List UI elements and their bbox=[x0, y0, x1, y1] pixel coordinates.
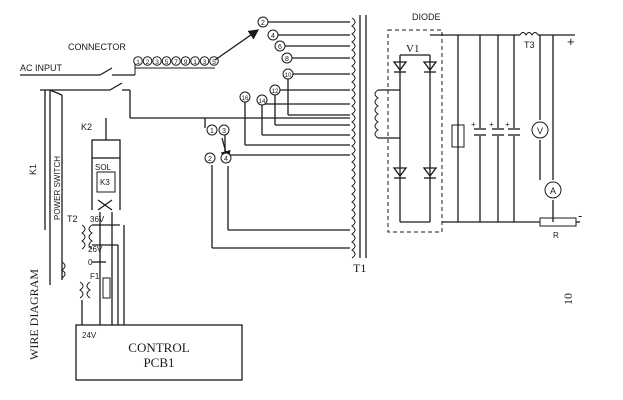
t2-label: T2 bbox=[67, 214, 78, 224]
control-label: CONTROL bbox=[128, 340, 189, 355]
tap-6: 6 bbox=[278, 44, 282, 51]
switch-tap-3: 3 bbox=[222, 128, 226, 135]
tap-16: 16 bbox=[242, 96, 249, 102]
v1-label: V1 bbox=[406, 43, 419, 55]
minus-terminal-label: - bbox=[578, 208, 582, 223]
switch-tap-1: 1 bbox=[210, 128, 214, 135]
power-switch bbox=[44, 89, 66, 285]
connector-pin bbox=[152, 56, 162, 66]
k2-relay bbox=[91, 118, 121, 325]
tap-12: 12 bbox=[272, 89, 279, 95]
output-stage: + + + bbox=[430, 32, 580, 227]
connector-pin bbox=[190, 56, 200, 66]
tap-8: 8 bbox=[285, 56, 289, 63]
connector-pin-number: 5 bbox=[165, 59, 169, 66]
connector-pin bbox=[180, 56, 191, 66]
tap-14: 14 bbox=[259, 99, 266, 105]
switch-tap-4: 4 bbox=[224, 156, 228, 163]
t2-transformer bbox=[79, 224, 125, 325]
connector-pin-number: 3 bbox=[155, 59, 159, 66]
f1-label: F1 bbox=[90, 272, 100, 281]
wire-diagram-label: WIRE DIAGRAM bbox=[27, 269, 41, 360]
connector-pin-number: 7 bbox=[174, 59, 178, 66]
t3-label: T3 bbox=[524, 40, 535, 50]
connector-pin bbox=[142, 56, 153, 66]
connector-pin bbox=[199, 56, 210, 66]
k3-label: K3 bbox=[100, 178, 110, 187]
connector-pin-number: 9 bbox=[184, 59, 188, 66]
connector-pin-number: 2 bbox=[146, 59, 150, 66]
capacitor: + bbox=[489, 120, 504, 136]
pcb1-label: PCB1 bbox=[143, 355, 174, 370]
connector-label: CONNECTOR bbox=[68, 42, 126, 52]
zero-label: 0 bbox=[88, 258, 93, 267]
t1-primary-taps bbox=[205, 21, 350, 249]
k1-label: K1 bbox=[28, 164, 38, 175]
capacitor: + bbox=[505, 120, 520, 136]
ac-input-lines bbox=[20, 67, 206, 128]
connector-pin-number: 3 bbox=[203, 59, 207, 66]
tap-10: 10 bbox=[285, 73, 292, 79]
connector-pin-number: 1 bbox=[136, 59, 140, 66]
diode-bridge bbox=[387, 29, 443, 233]
page-number: 10 bbox=[561, 293, 575, 305]
ac-input-label: AC INPUT bbox=[20, 63, 63, 73]
svg-text:+: + bbox=[489, 120, 494, 129]
t1-label: T1 bbox=[353, 261, 366, 275]
t1-transformer bbox=[351, 15, 400, 259]
connector-pin bbox=[161, 56, 172, 66]
connector-pin bbox=[171, 56, 181, 66]
svg-text:+: + bbox=[471, 120, 476, 129]
r-label: R bbox=[553, 231, 559, 240]
ammeter-label: A bbox=[550, 186, 556, 196]
v24-label: 24V bbox=[82, 331, 97, 340]
capacitor: + bbox=[471, 120, 486, 136]
connector-pin bbox=[133, 56, 143, 66]
diode-label: DIODE bbox=[412, 12, 441, 22]
v26-label: 26V bbox=[88, 245, 103, 254]
voltmeter-label: V bbox=[537, 126, 543, 136]
tap-4: 4 bbox=[271, 33, 275, 40]
svg-text:+: + bbox=[505, 120, 510, 129]
sol-label: SOL bbox=[95, 163, 112, 172]
v36-label: 36V bbox=[90, 215, 105, 224]
control-pcb-box bbox=[75, 324, 243, 381]
connector-pin-number: 5 bbox=[212, 59, 216, 66]
switch-tap-2: 2 bbox=[208, 156, 212, 163]
tap-nodes: 2 4 6 8 10 12 14 16 1 3 2 4 bbox=[204, 16, 294, 164]
power-switch-label: POWER SWITCH bbox=[53, 156, 62, 220]
tap-2: 2 bbox=[261, 20, 265, 27]
plus-terminal-label: + bbox=[567, 34, 575, 49]
connector-pin-number: 1 bbox=[193, 59, 197, 66]
k2-label: K2 bbox=[81, 122, 92, 132]
